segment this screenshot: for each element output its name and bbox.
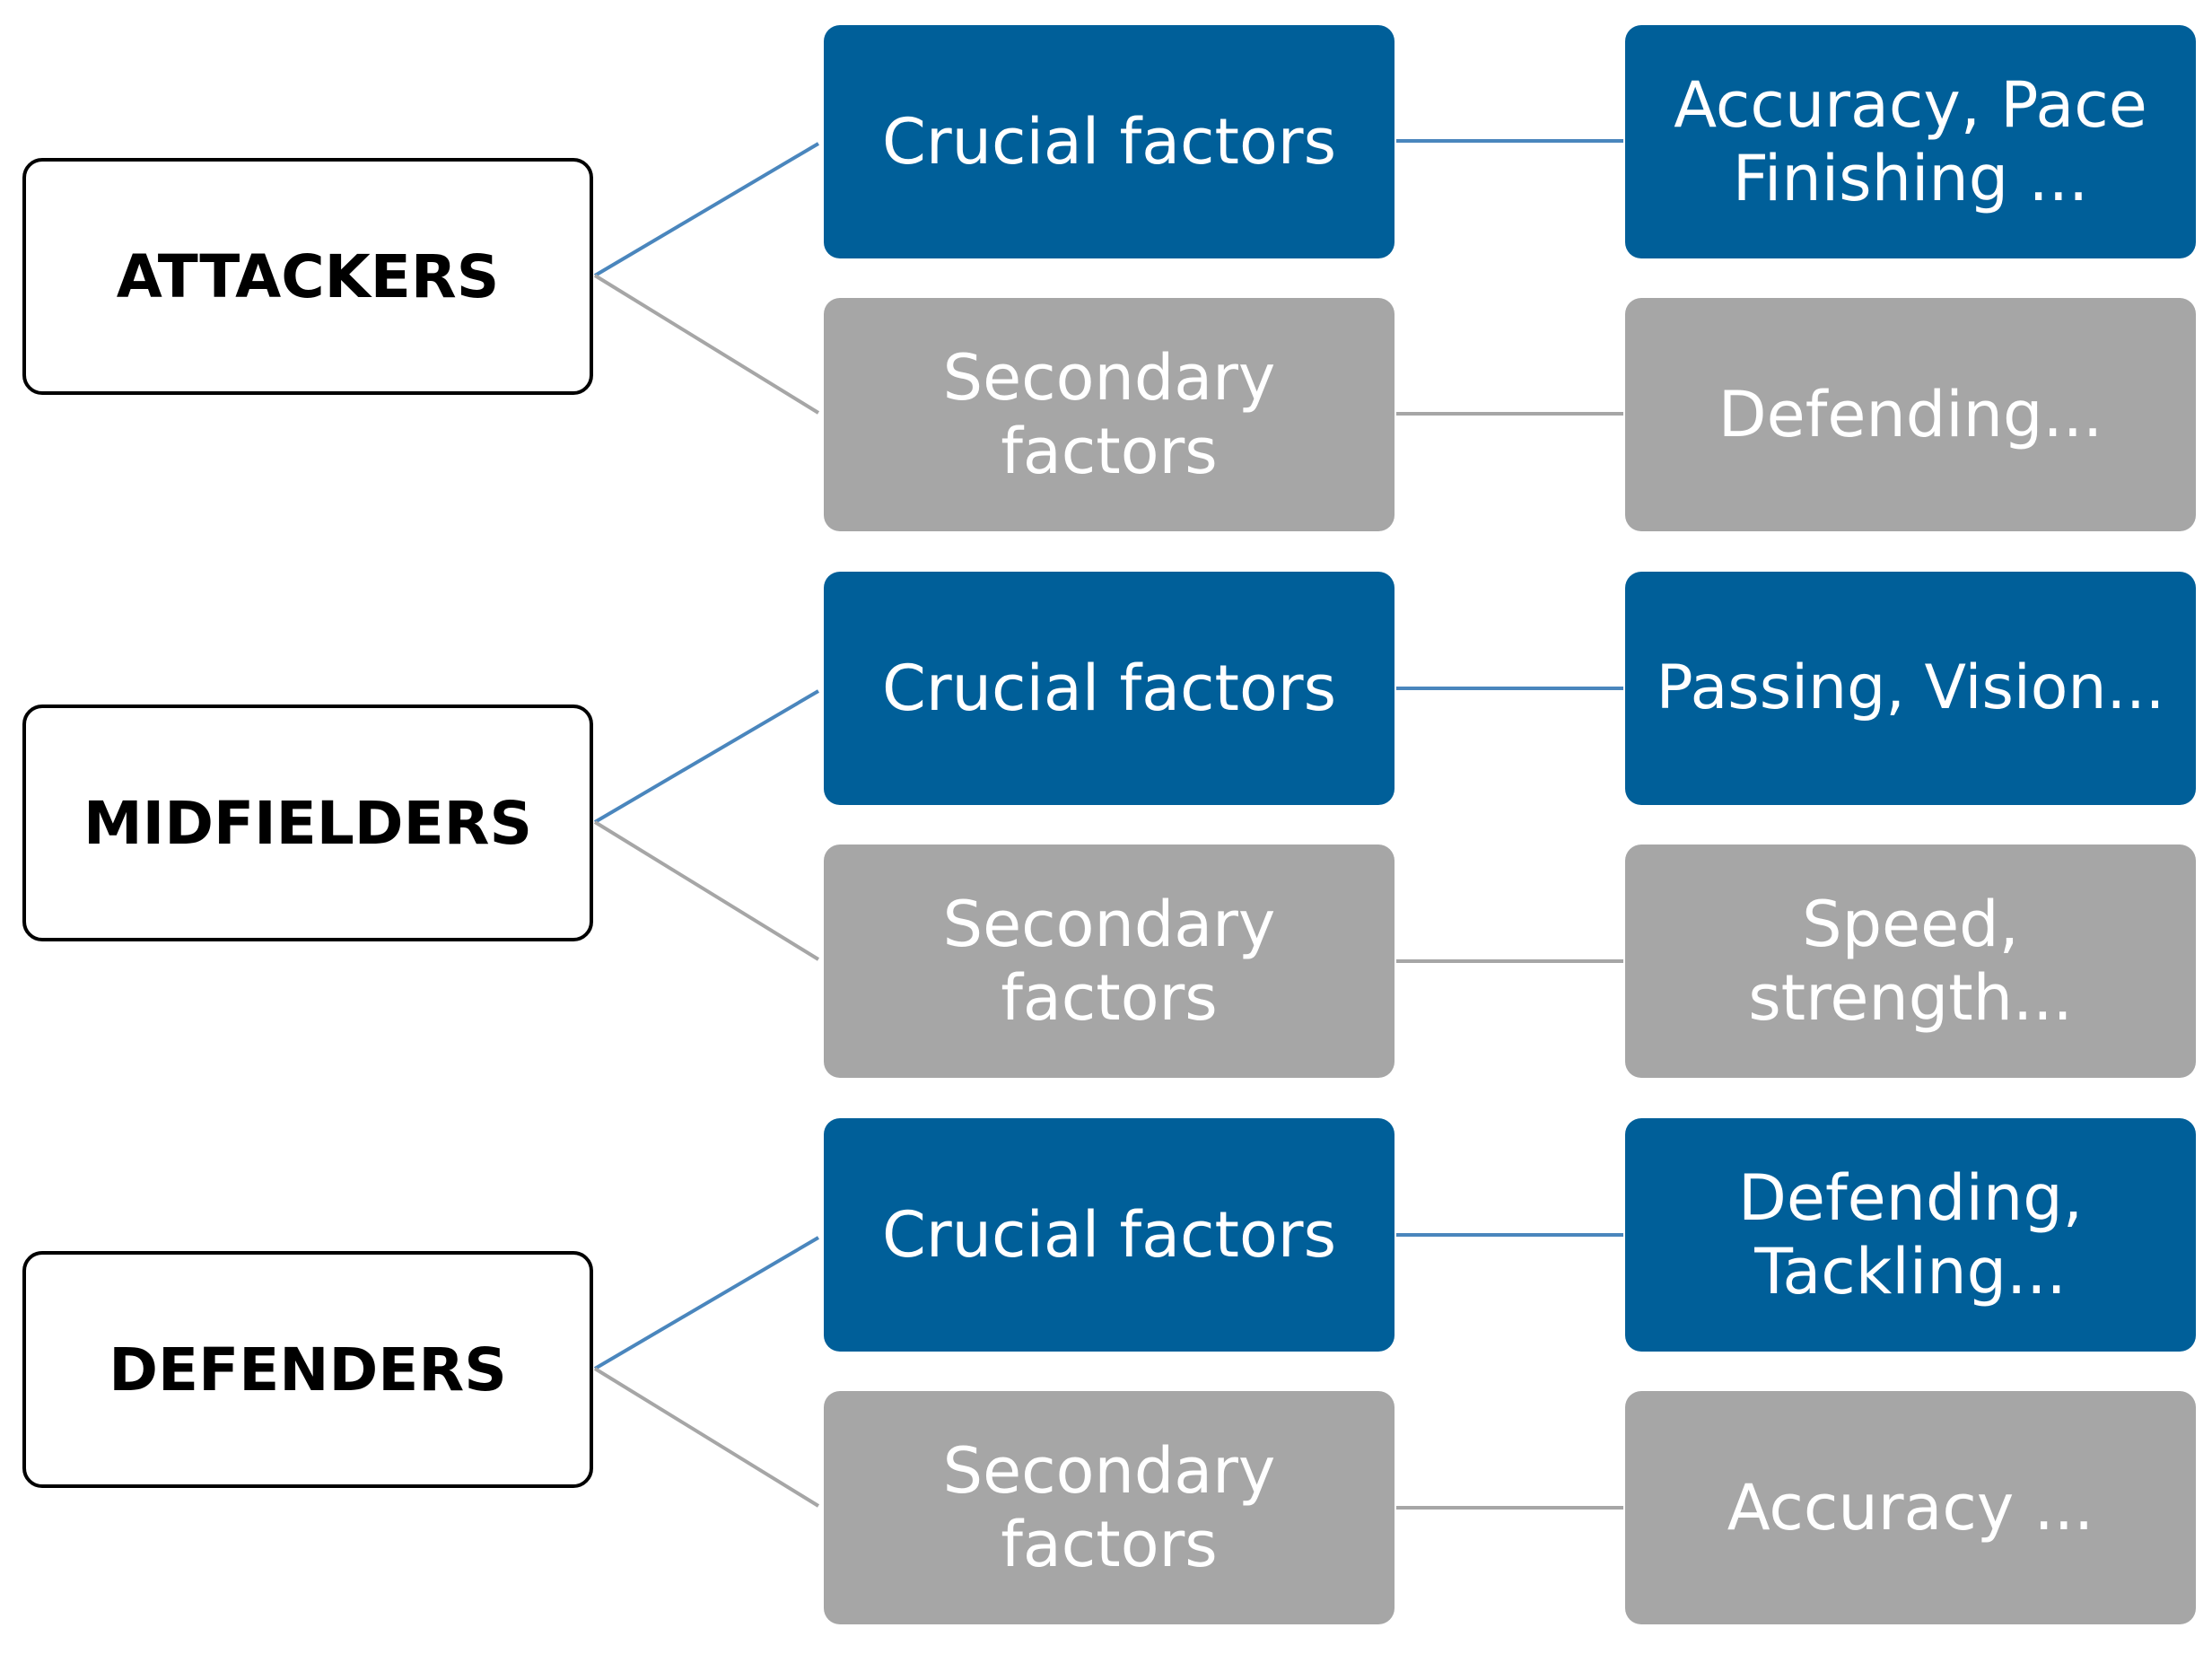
group-defenders: DEFENDERS xyxy=(22,1251,593,1488)
connector-attackers-secondary xyxy=(593,274,820,415)
group-attackers: ATTACKERS xyxy=(22,158,593,395)
connector-defenders-secondary xyxy=(593,1367,820,1508)
midfielders-crucial-factors-box: Crucial factors xyxy=(824,572,1395,805)
connector-midfielders-crucial xyxy=(593,689,820,824)
group-label: DEFENDERS xyxy=(109,1335,507,1405)
midfielders-secondary-detail-box: Speed, strength... xyxy=(1625,845,2196,1078)
attackers-crucial-detail-box: Accuracy, Pace Finishing ... xyxy=(1625,25,2196,258)
group-label: MIDFIELDERS xyxy=(83,788,533,858)
defenders-secondary-detail-box: Accuracy ... xyxy=(1625,1391,2196,1624)
connector-midfielders-secondary xyxy=(593,820,820,961)
group-label: ATTACKERS xyxy=(116,241,500,311)
connector-defenders-crucial xyxy=(593,1236,820,1370)
defenders-crucial-detail-box: Defending, Tackling... xyxy=(1625,1118,2196,1352)
connector-attackers-crucial xyxy=(593,142,820,277)
group-midfielders: MIDFIELDERS xyxy=(22,704,593,941)
attackers-secondary-detail-box: Defending... xyxy=(1625,298,2196,531)
midfielders-crucial-detail-box: Passing, Vision... xyxy=(1625,572,2196,805)
attackers-secondary-factors-box: Secondary factors xyxy=(824,298,1395,531)
defenders-secondary-factors-box: Secondary factors xyxy=(824,1391,1395,1624)
midfielders-secondary-factors-box: Secondary factors xyxy=(824,845,1395,1078)
attackers-crucial-factors-box: Crucial factors xyxy=(824,25,1395,258)
defenders-crucial-factors-box: Crucial factors xyxy=(824,1118,1395,1352)
